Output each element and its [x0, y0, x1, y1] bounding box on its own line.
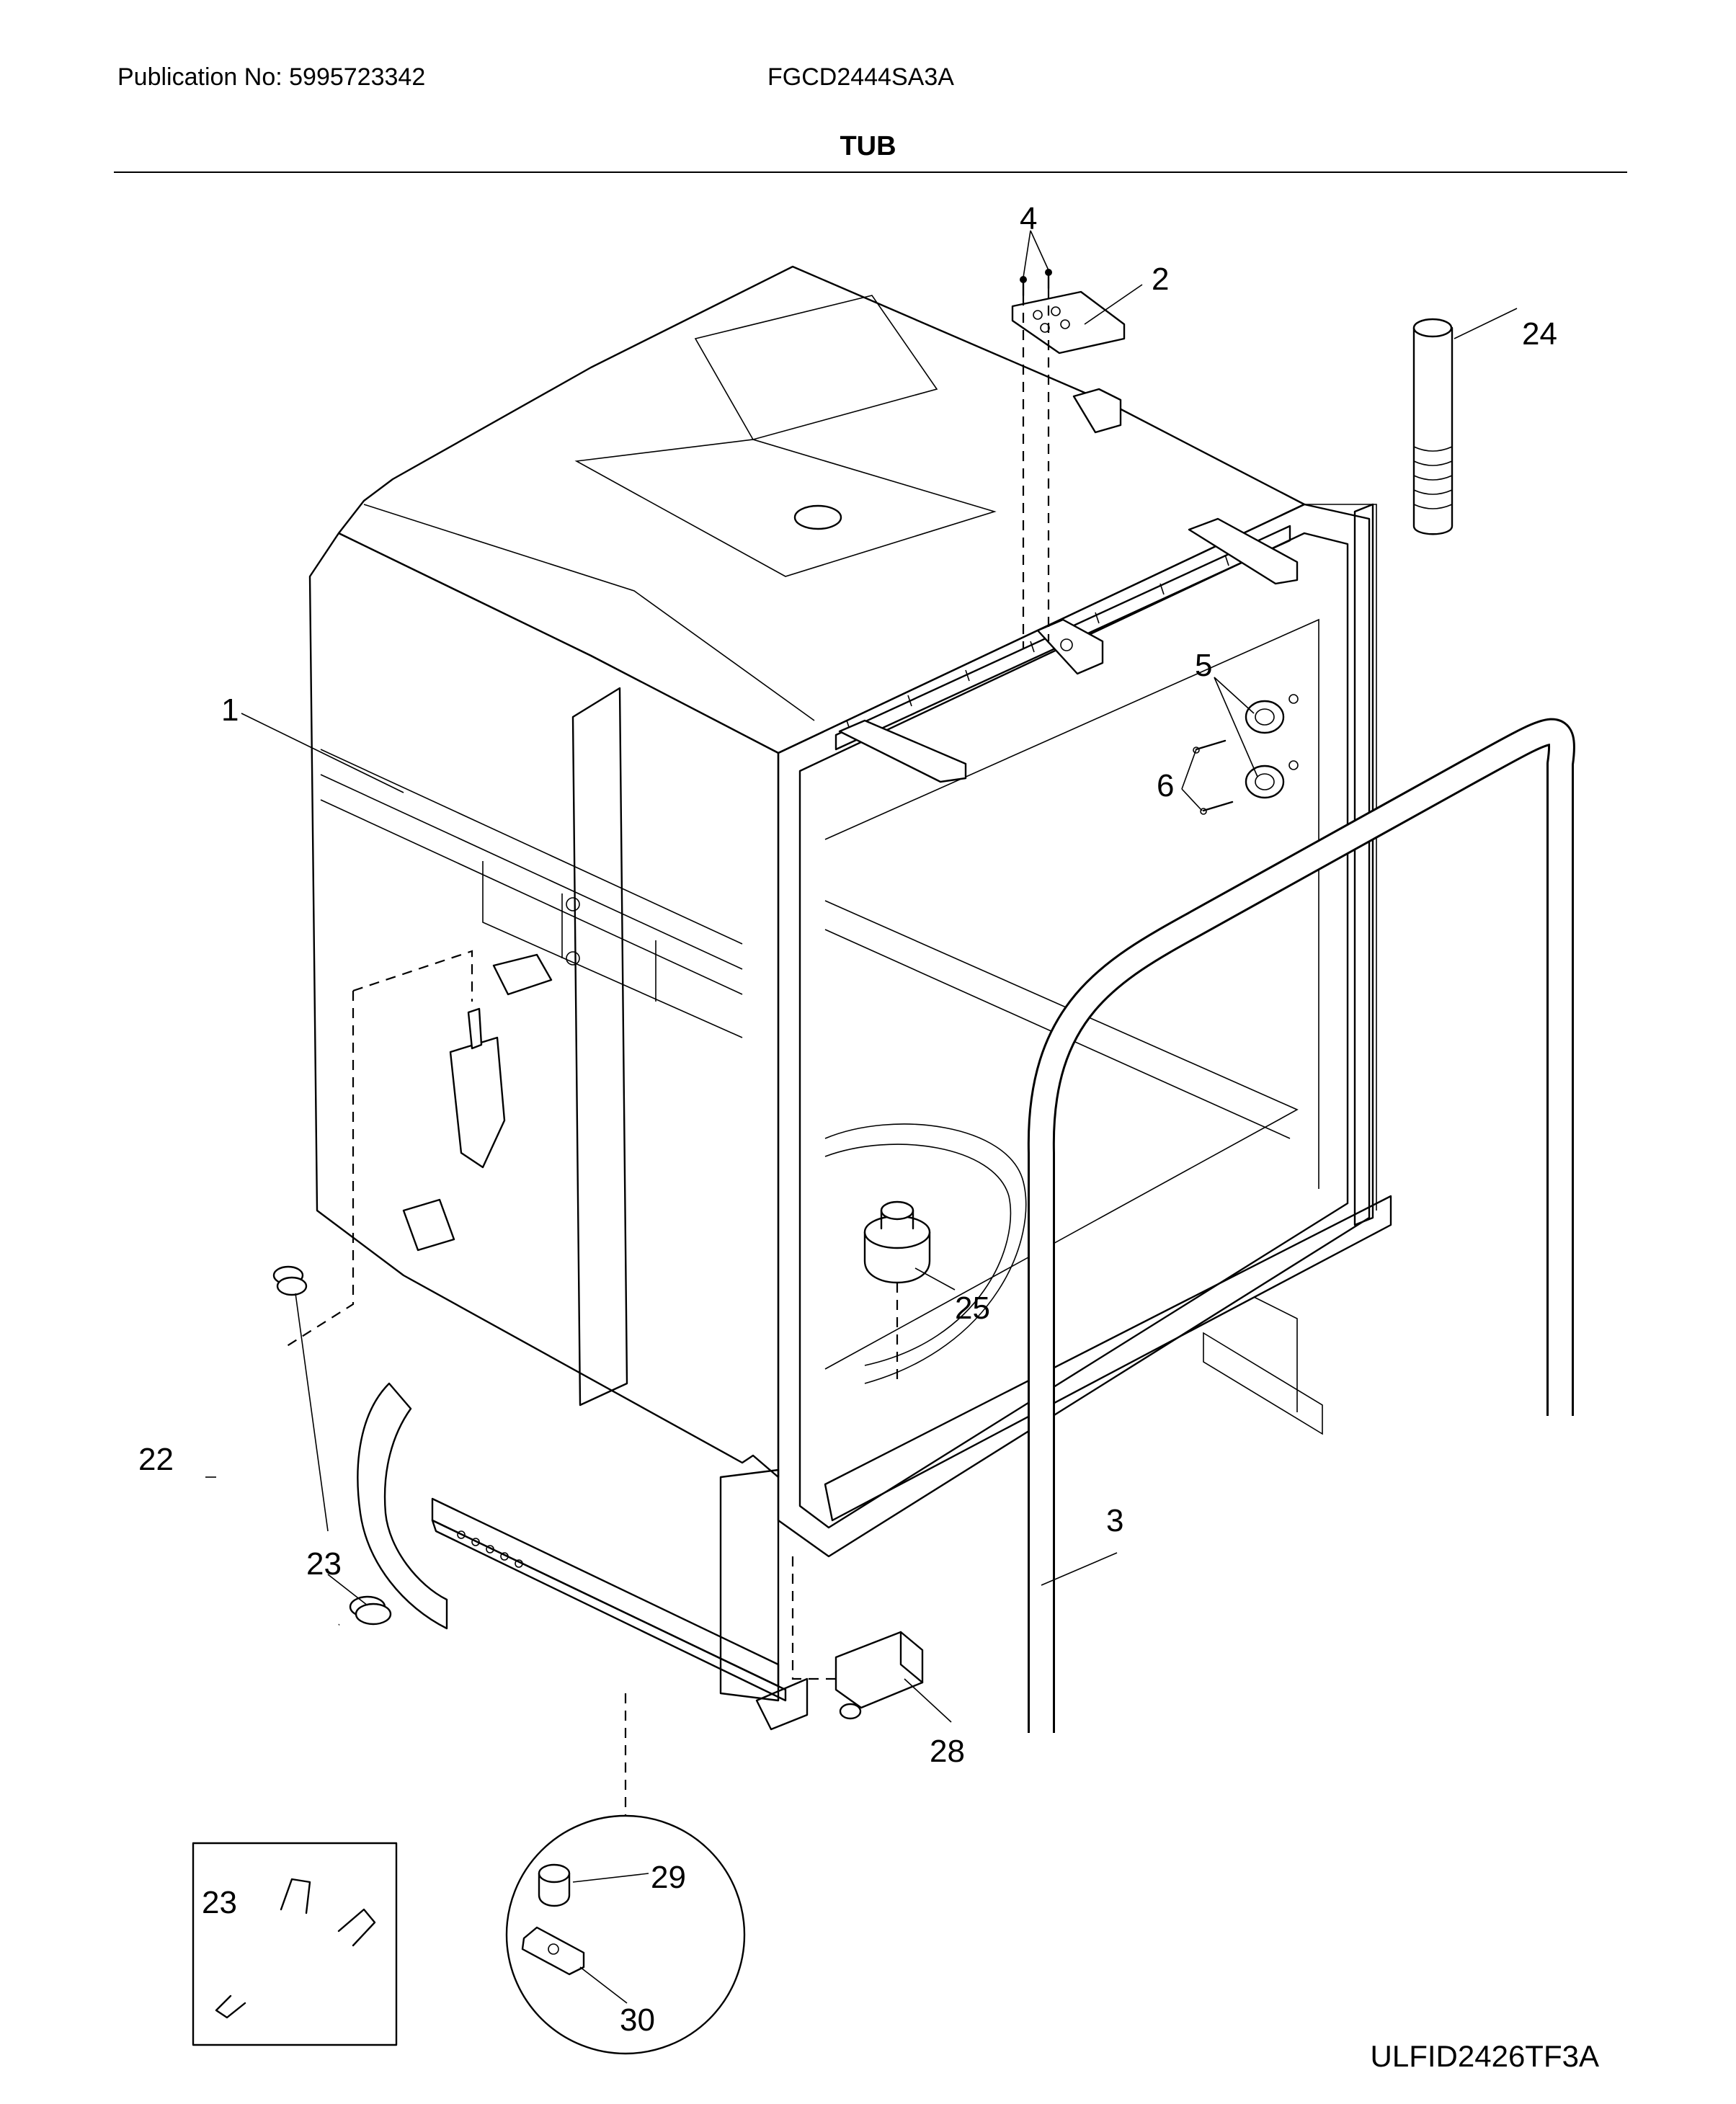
callout-6: 6 [1157, 768, 1174, 803]
callout-4: 4 [1020, 201, 1037, 236]
door-gasket-3 [1027, 718, 1575, 1733]
callout-28: 28 [930, 1734, 965, 1769]
model-number: FGCD2444SA3A [767, 63, 954, 91]
inset-clamp-detail [192, 1842, 398, 2046]
callout-5: 5 [1195, 648, 1212, 683]
tub-assembly [308, 265, 1392, 1558]
bracket-2 [1011, 290, 1126, 355]
drain-hose-22 [205, 1129, 343, 1659]
callout-2: 2 [1152, 262, 1169, 297]
callout-25: 25 [955, 1291, 990, 1326]
callout-29: 29 [651, 1860, 686, 1895]
callout-23-inset: 23 [202, 1885, 237, 1920]
leader-lines [205, 230, 1518, 1723]
callout-22: 22 [138, 1442, 174, 1477]
grommets-5 [1245, 694, 1299, 799]
header-rule [114, 171, 1627, 173]
callout-1: 1 [221, 692, 239, 728]
callout-23: 23 [306, 1546, 342, 1582]
callout-3: 3 [1106, 1503, 1123, 1538]
vent-tube-24 [1412, 318, 1454, 535]
callout-30: 30 [620, 2002, 655, 2038]
detail-circle [505, 1814, 746, 2055]
base-frame [357, 1382, 809, 1731]
section-title: TUB [840, 131, 896, 161]
switch-28 [834, 1631, 924, 1720]
screws-4 [1020, 269, 1052, 297]
fill-valve [402, 953, 553, 1252]
screws-6 [1193, 739, 1234, 815]
publication-number: Publication No: 5995723342 [117, 63, 426, 91]
callout-24: 24 [1522, 316, 1557, 352]
diagram-code: ULFID2426TF3A [1370, 2039, 1599, 2073]
float-25 [863, 1200, 931, 1383]
hose-clamp-23 [272, 1265, 392, 1626]
